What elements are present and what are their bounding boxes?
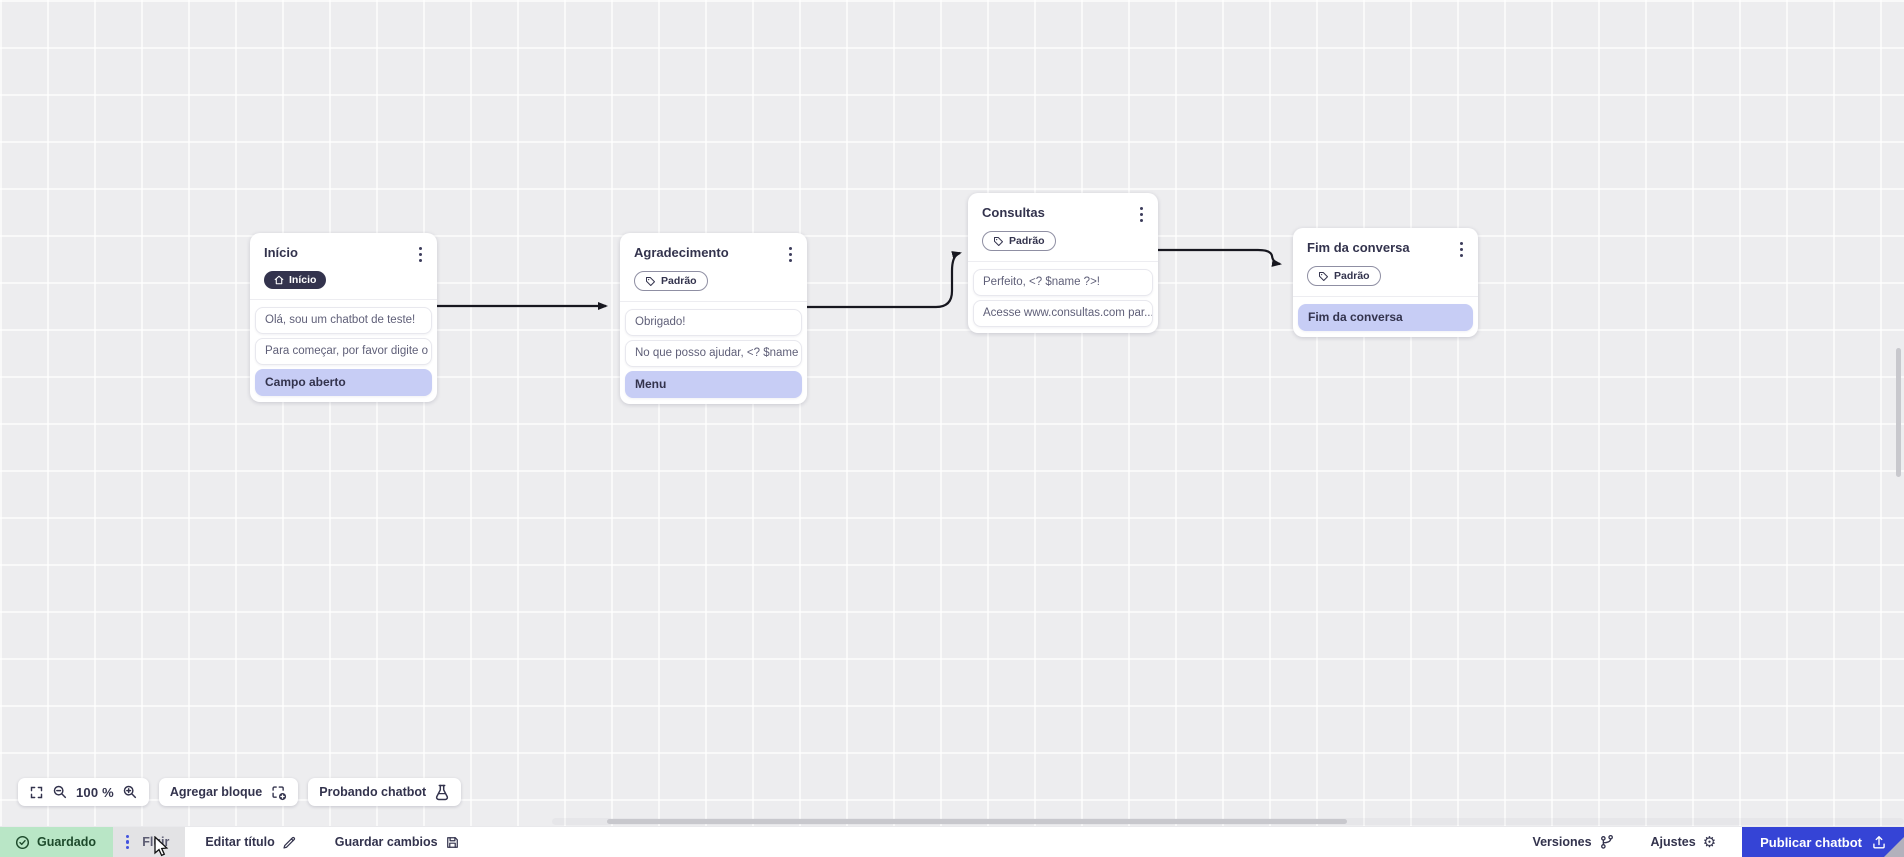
node-title: Início	[264, 245, 298, 260]
tag-icon	[994, 236, 1003, 246]
save-icon	[446, 836, 458, 848]
drag-handle-icon[interactable]	[126, 834, 130, 850]
message-item[interactable]: Para começar, por favor digite o ...	[255, 338, 432, 366]
node-menu-icon[interactable]	[1136, 205, 1147, 224]
flow-node-fim-da-conversa[interactable]: Fim da conversa Padrão Fim da conversa	[1293, 228, 1478, 337]
node-type-badge: Padrão	[634, 271, 708, 292]
action-item-fim-da-conversa[interactable]: Fim da conversa	[1298, 303, 1473, 331]
action-item-menu[interactable]: Menu	[625, 370, 802, 398]
node-divider	[620, 300, 807, 302]
tab-fluir[interactable]: Fluir	[113, 827, 186, 857]
action-item-campo-aberto[interactable]: Campo aberto	[255, 369, 432, 397]
zoom-in-icon[interactable]	[122, 784, 138, 800]
test-chatbot-button[interactable]: Probando chatbot	[308, 778, 462, 806]
node-divider	[968, 260, 1158, 262]
add-block-icon	[272, 785, 287, 800]
horizontal-scrollbar-thumb[interactable]	[607, 819, 1347, 824]
zoom-controls: 100 %	[18, 778, 149, 806]
add-block-button[interactable]: Agregar bloque	[158, 778, 299, 806]
zoom-out-icon[interactable]	[52, 784, 68, 800]
folded-corner	[1884, 837, 1904, 857]
node-title: Fim da conversa	[1307, 240, 1410, 255]
branch-icon	[1600, 834, 1613, 849]
flow-node-inicio[interactable]: Início Início Olá, sou um chatbot de tes…	[250, 233, 437, 403]
save-changes-button[interactable]: Guardar cambios	[335, 835, 460, 850]
canvas-toolbar: 100 % Agregar bloque Probando chatbot	[18, 778, 462, 806]
flow-node-agradecimento[interactable]: Agradecimento Padrão Obrigado! No que po…	[620, 233, 807, 404]
edit-title-button[interactable]: Editar título	[205, 835, 296, 850]
versions-button[interactable]: Versiones	[1532, 834, 1614, 850]
message-item[interactable]: Acesse www.consultas.com par...	[973, 299, 1153, 327]
node-divider	[250, 299, 437, 301]
message-item[interactable]: Obrigado!	[625, 308, 802, 336]
node-menu-icon[interactable]	[785, 245, 796, 264]
message-item[interactable]: Perfeito, <? $name ?>!	[973, 268, 1153, 296]
vertical-scrollbar-thumb[interactable]	[1896, 348, 1901, 477]
node-menu-icon[interactable]	[1456, 240, 1467, 259]
tag-icon	[1319, 271, 1328, 281]
status-bar: Guardado Fluir Editar título Guardar cam…	[0, 826, 1904, 857]
message-item[interactable]: No que posso ajudar, <? $name ...	[625, 339, 802, 367]
node-menu-icon[interactable]	[415, 245, 426, 264]
settings-button[interactable]: Ajustes ⚙	[1650, 833, 1717, 851]
check-circle-icon	[15, 835, 30, 849]
tag-icon	[646, 276, 655, 286]
node-divider	[1293, 295, 1478, 297]
flow-node-consultas[interactable]: Consultas Padrão Perfeito, <? $name ?>! …	[968, 193, 1158, 333]
pencil-icon	[283, 836, 295, 849]
node-title: Consultas	[982, 205, 1045, 220]
saved-status-badge: Guardado	[0, 827, 114, 857]
node-title: Agradecimento	[634, 245, 729, 260]
node-type-badge: Padrão	[1307, 266, 1381, 287]
publish-chatbot-button[interactable]: Publicar chatbot	[1742, 827, 1904, 857]
message-item[interactable]: Olá, sou um chatbot de teste!	[255, 307, 432, 335]
fit-screen-icon[interactable]	[29, 785, 44, 800]
home-icon	[274, 275, 284, 285]
gear-icon: ⚙	[1702, 833, 1717, 851]
flask-icon	[436, 784, 449, 800]
node-type-badge: Padrão	[982, 231, 1056, 252]
node-type-badge: Início	[264, 271, 327, 290]
zoom-level: 100 %	[76, 784, 114, 800]
